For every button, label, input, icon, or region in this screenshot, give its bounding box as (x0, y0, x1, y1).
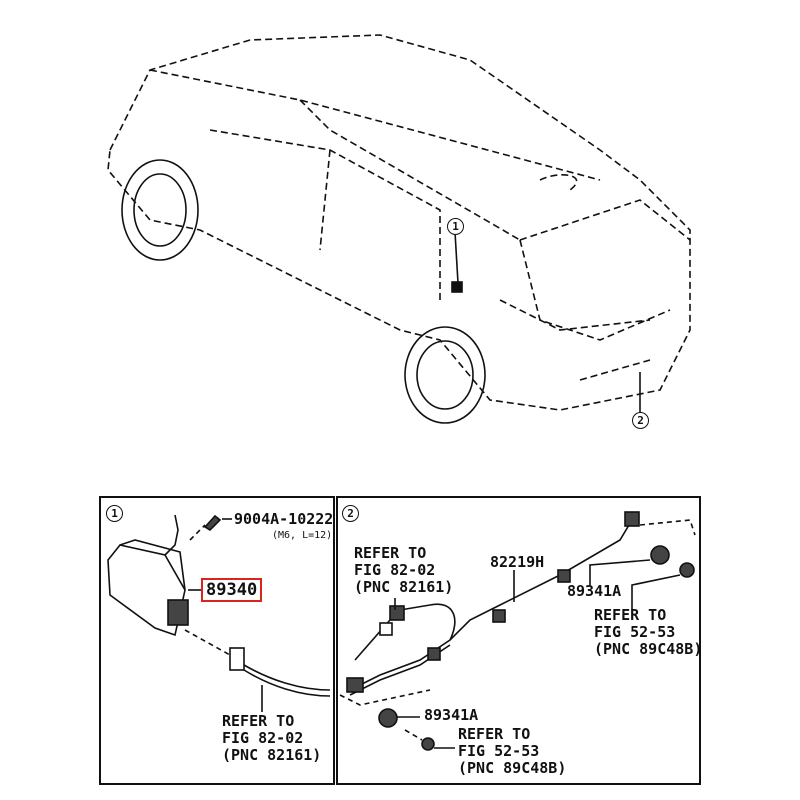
refer-line: (PNC 82161) (222, 746, 322, 764)
refer-line: FIG 52-53 (594, 623, 676, 641)
panel-1-number: 1 (106, 505, 123, 522)
panel-2-refer-bottom: REFER TO FIG 52-53 (PNC 89C48B) (458, 726, 566, 777)
refer-line: REFER TO (354, 544, 427, 562)
refer-line: (PNC 89C48B) (458, 759, 567, 777)
panel-1-refer-note: REFER TO FIG 82-02 (PNC 82161) (222, 713, 321, 764)
callout-1-leader (454, 231, 459, 284)
car-outline (107, 34, 691, 411)
wheels (121, 159, 486, 424)
refer-line: FIG 52-53 (458, 742, 540, 760)
control-module-drawing (107, 514, 331, 712)
refer-line: FIG 82-02 (354, 561, 436, 579)
module-part-number[interactable]: 89340 (201, 578, 263, 602)
refer-line: (PNC 82161) (354, 578, 454, 596)
refer-line: FIG 82-02 (222, 729, 304, 747)
panel-2-number: 2 (342, 505, 359, 522)
panel-2-refer-right: REFER TO FIG 52-53 (PNC 89C48B) (594, 607, 702, 658)
panel-1-frame (99, 496, 335, 785)
module-location (451, 281, 463, 293)
bolt-part-number[interactable]: 9004A-10222 (234, 510, 334, 528)
refer-line: REFER TO (594, 606, 667, 624)
bolt-spec: (M6, L=12) (272, 530, 333, 541)
sensor-part-number-bottom[interactable]: 89341A (424, 706, 479, 724)
refer-line: (PNC 89C48B) (594, 640, 703, 658)
panel-2-refer-top-left: REFER TO FIG 82-02 (PNC 82161) (354, 545, 453, 596)
sensor-part-number-right[interactable]: 89341A (567, 582, 622, 600)
harness-drawing (339, 511, 696, 751)
refer-line: REFER TO (222, 712, 295, 730)
panel-2-frame (336, 496, 701, 785)
refer-line: REFER TO (458, 725, 531, 743)
callout-1-marker: 1 (447, 218, 464, 235)
harness-part-number[interactable]: 82219H (490, 553, 545, 571)
callout-2-marker: 2 (632, 412, 649, 429)
